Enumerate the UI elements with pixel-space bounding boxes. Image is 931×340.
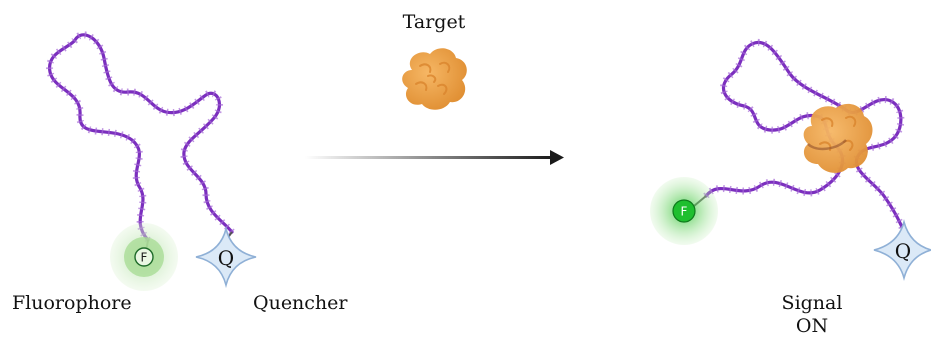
right-quencher-symbol: Q [895, 239, 911, 263]
left-quencher: Q [195, 225, 257, 289]
quencher-label: Quencher [253, 292, 348, 314]
right-fluorophore-symbol: F [681, 205, 688, 219]
left-aptamer [46, 31, 235, 253]
fluorophore-label: Fluorophore [12, 292, 132, 314]
right-quencher-star [873, 218, 931, 282]
target-protein [402, 48, 467, 110]
left-quencher-symbol: Q [218, 246, 234, 270]
reaction-arrow [305, 150, 564, 165]
bound-target-protein [803, 103, 873, 173]
right-quencher: Q [873, 218, 931, 282]
left-strand-ticks [46, 31, 235, 243]
signal-label-line1: Signal [782, 292, 843, 314]
left-quencher-star [195, 225, 257, 289]
left-fluorophore: F [110, 223, 178, 291]
left-fluorophore-symbol: F [141, 251, 148, 265]
right-strand [704, 40, 906, 234]
target-label: Target [403, 11, 466, 33]
left-strand [48, 33, 234, 242]
right-fluorophore: F [650, 177, 718, 245]
signal-label-line2: ON [796, 315, 828, 337]
right-aptamer [703, 38, 908, 234]
